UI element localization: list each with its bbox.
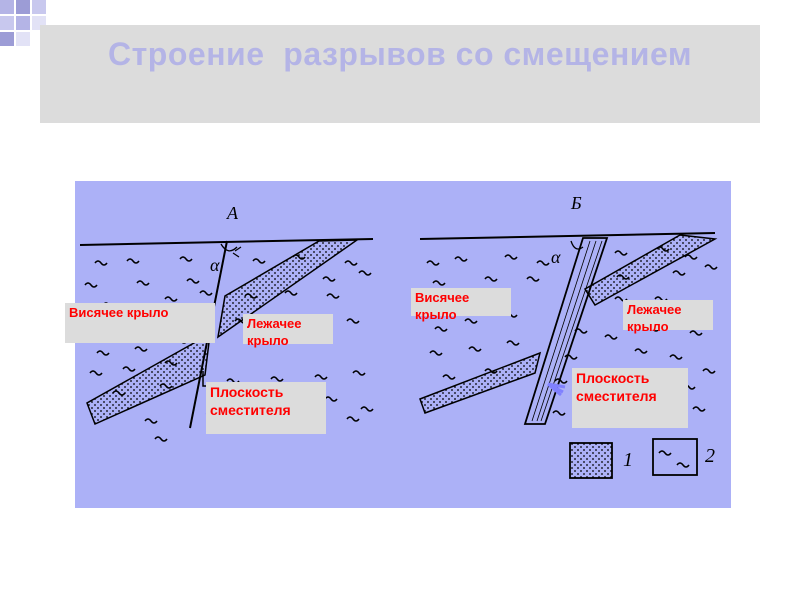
panel-b-letter: Б [571,193,582,213]
panel-a-section [79,238,374,442]
panel-b-angle-arc [570,240,584,250]
panel-a-fault-plane-label: Плоскость сместителя [206,382,326,434]
panel-a-lower-bed [86,332,211,426]
panel-b-waves [426,246,718,416]
legend-swatch-dotted [569,442,613,479]
panel-b-upper-bed [583,234,718,306]
legend-number-1: 1 [623,449,633,471]
slide-title: Строение разрывов со смещением [108,36,692,72]
legend [569,438,698,479]
panel-a-hanging-wall-label: Висячее крыло [65,303,215,343]
panel-b-fault-arrow [547,382,566,397]
fault-diagram-drawing [79,232,718,479]
panel-a-angle-arc [220,243,238,252]
panel-a-upper-bed [216,239,360,339]
panel-b-hanging-wall-label: Висячее крыло [411,288,511,322]
panel-b-foot-wall-label: Лежачее крыло [623,300,713,334]
panel-b-section [419,232,718,425]
title-bar: Строение разрывов со смещением [40,25,760,123]
panel-a-foot-wall-label: Лежачее крыло [243,314,333,348]
panel-a-angle-symbol: α [210,255,220,275]
slide-corner-decoration [0,0,46,46]
panel-b-fault-plane-label: Плоскость сместителя [572,368,688,428]
panel-b-ground-line [419,232,716,240]
panel-a-letter: А [227,203,238,223]
panel-b-fault-zone [523,237,609,425]
panel-b-angle-symbol: α [551,247,561,267]
panel-b-lower-bed [419,351,542,414]
legend-number-2: 2 [705,445,715,467]
legend-swatch-wave [652,438,698,476]
fault-diagram: А α Б α 1 2 [75,181,731,508]
